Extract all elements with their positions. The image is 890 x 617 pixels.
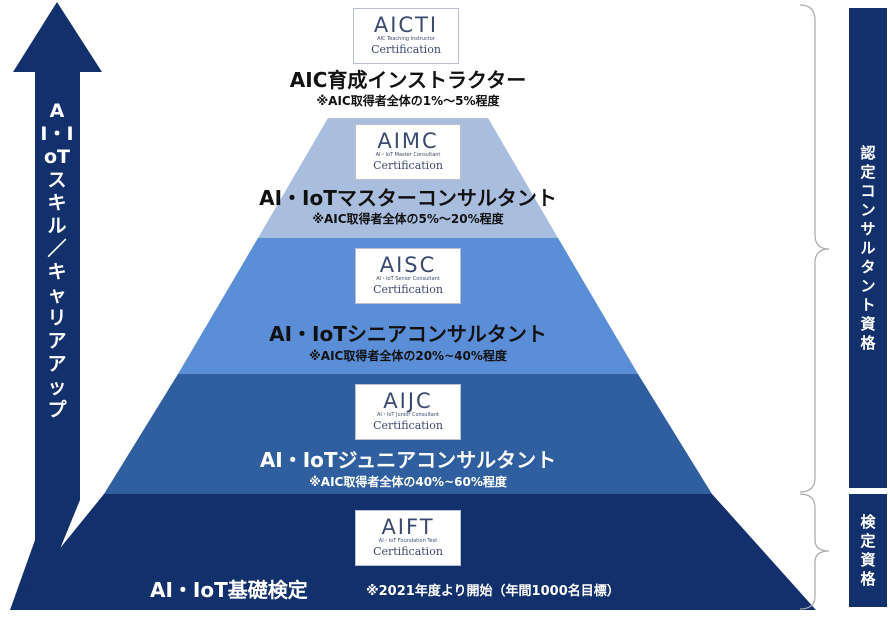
side-label-exam-text: 検定資格 <box>860 512 876 588</box>
arrow-label: AI・IoTスキル／キャリアアップ <box>40 100 74 421</box>
side-label-exam: 検定資格 <box>849 494 887 607</box>
badge-cert: Certification <box>373 283 443 296</box>
badge-cert: Certification <box>373 545 443 558</box>
badge-aift: AIFT AI・IoT Foundation Test Certificatio… <box>355 510 461 566</box>
tier-3-title: AI・IoTシニアコンサルタント <box>269 322 547 346</box>
tier-5-title: AI・IoT基礎検定 <box>150 578 308 602</box>
badge-sub: AI・IoT Junior Consultant <box>376 412 439 418</box>
arrow-base <box>10 480 80 610</box>
tier-3-note: ※AIC取得者全体の20%~40%程度 <box>309 349 507 363</box>
badge-cert: Certification <box>373 419 443 432</box>
badge-sub: AI・IoT Foundation Test <box>378 538 438 544</box>
tier-1-note: ※AIC取得者全体の1%～5%程度 <box>316 94 500 108</box>
badge-logo: AIMC <box>377 129 439 153</box>
badge-aimc: AIMC AI・IoT Master Consultant Certificat… <box>355 124 461 180</box>
badge-sub: AI・IoT Senior Consultant <box>376 276 440 282</box>
side-label-consultant-text: 認定コンサルタント資格 <box>860 143 876 352</box>
badge-logo: AISC <box>379 253 437 277</box>
badge-cert: Certification <box>373 159 443 172</box>
badge-aijc: AIJC AI・IoT Junior Consultant Certificat… <box>355 384 461 440</box>
side-label-consultant: 認定コンサルタント資格 <box>849 8 887 488</box>
badge-cert: Certification <box>371 43 441 56</box>
tier-4-title: AI・IoTジュニアコンサルタント <box>259 448 557 472</box>
badge-logo: AIJC <box>383 389 433 413</box>
tier-5-note: ※2021年度より開始（年間1000名目標） <box>366 584 620 599</box>
tier-3-band <box>178 238 638 374</box>
badge-aisc: AISC AI・IoT Senior Consultant Certificat… <box>355 248 461 304</box>
badge-logo: AIFT <box>381 515 435 539</box>
badge-sub: AIC Teaching Instructor <box>377 36 435 42</box>
tier-1-title: AIC育成インストラクター <box>289 68 527 92</box>
tier-2-note: ※AIC取得者全体の5%～20%程度 <box>312 212 504 226</box>
badge-logo: AICTI <box>373 13 439 37</box>
tier-4-note: ※AIC取得者全体の40%~60%程度 <box>309 475 507 489</box>
tier-2-title: AI・IoTマスターコンサルタント <box>259 186 557 210</box>
brace-consultant <box>799 4 830 493</box>
badge-sub: AI・IoT Master Consultant <box>375 152 441 158</box>
brace-exam <box>799 493 830 610</box>
career-up-arrow <box>13 2 102 500</box>
badge-aicti: AICTI AIC Teaching Instructor Certificat… <box>353 8 459 64</box>
